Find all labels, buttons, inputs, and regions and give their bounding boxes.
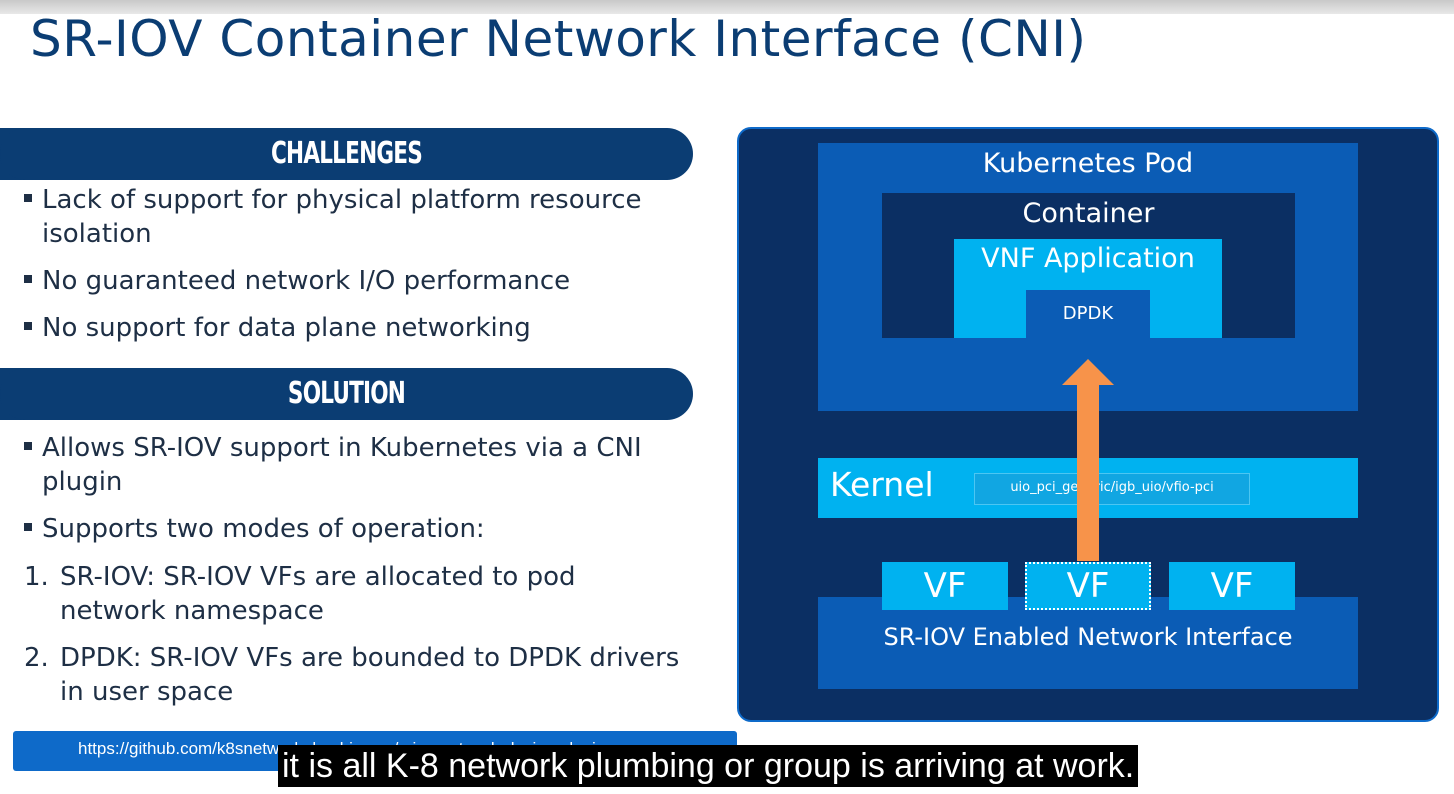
bullet-square-icon bbox=[24, 441, 32, 450]
top-edge bbox=[0, 0, 1454, 14]
driver-label: uio_pci_generic/igb_uio/vfio-pci bbox=[1010, 480, 1214, 495]
bullet-square-icon bbox=[24, 321, 32, 330]
bullet-square-icon bbox=[24, 193, 32, 202]
solution-bullet-2: Supports two modes of operation: bbox=[24, 512, 485, 546]
vf-box-3: VF bbox=[1169, 562, 1295, 610]
vf-box-2: VF bbox=[1025, 562, 1151, 610]
vnf-application-label: VNF Application bbox=[981, 243, 1195, 274]
kubernetes-pod-label: Kubernetes Pod bbox=[982, 148, 1194, 179]
nic-label: SR-IOV Enabled Network Interface bbox=[883, 623, 1293, 651]
challenge-bullet-1: Lack of support for physical platform re… bbox=[24, 183, 642, 251]
challenge-bullet-2: No guaranteed network I/O performance bbox=[24, 264, 570, 298]
up-arrow-icon bbox=[1062, 359, 1114, 561]
slide-title: SR-IOV Container Network Interface (CNI) bbox=[30, 10, 1087, 68]
solution-heading: SOLUTION bbox=[287, 376, 406, 411]
kernel-label: Kernel bbox=[830, 465, 934, 504]
solution-banner bbox=[0, 368, 693, 420]
driver-box bbox=[974, 473, 1250, 505]
vf-box-1: VF bbox=[882, 562, 1008, 610]
bullet-square-icon bbox=[24, 274, 32, 283]
solution-bullet-1: Allows SR-IOV support in Kubernetes via … bbox=[24, 431, 642, 499]
challenges-heading: CHALLENGES bbox=[271, 136, 423, 171]
dpdk-box bbox=[1026, 290, 1150, 338]
challenges-banner bbox=[0, 128, 693, 180]
mode-item-1: 1.SR-IOV: SR-IOV VFs are allocated to po… bbox=[24, 562, 576, 626]
nic-box bbox=[818, 597, 1358, 689]
container-label: Container bbox=[1022, 198, 1155, 229]
challenge-bullet-3: No support for data plane networking bbox=[24, 311, 531, 345]
dpdk-label: DPDK bbox=[1062, 303, 1114, 324]
mode-item-2: 2.DPDK: SR-IOV VFs are bounded to DPDK d… bbox=[24, 643, 680, 707]
subtitle-caption: it is all K-8 network plumbing or group … bbox=[278, 745, 1139, 787]
bullet-square-icon bbox=[24, 522, 32, 531]
